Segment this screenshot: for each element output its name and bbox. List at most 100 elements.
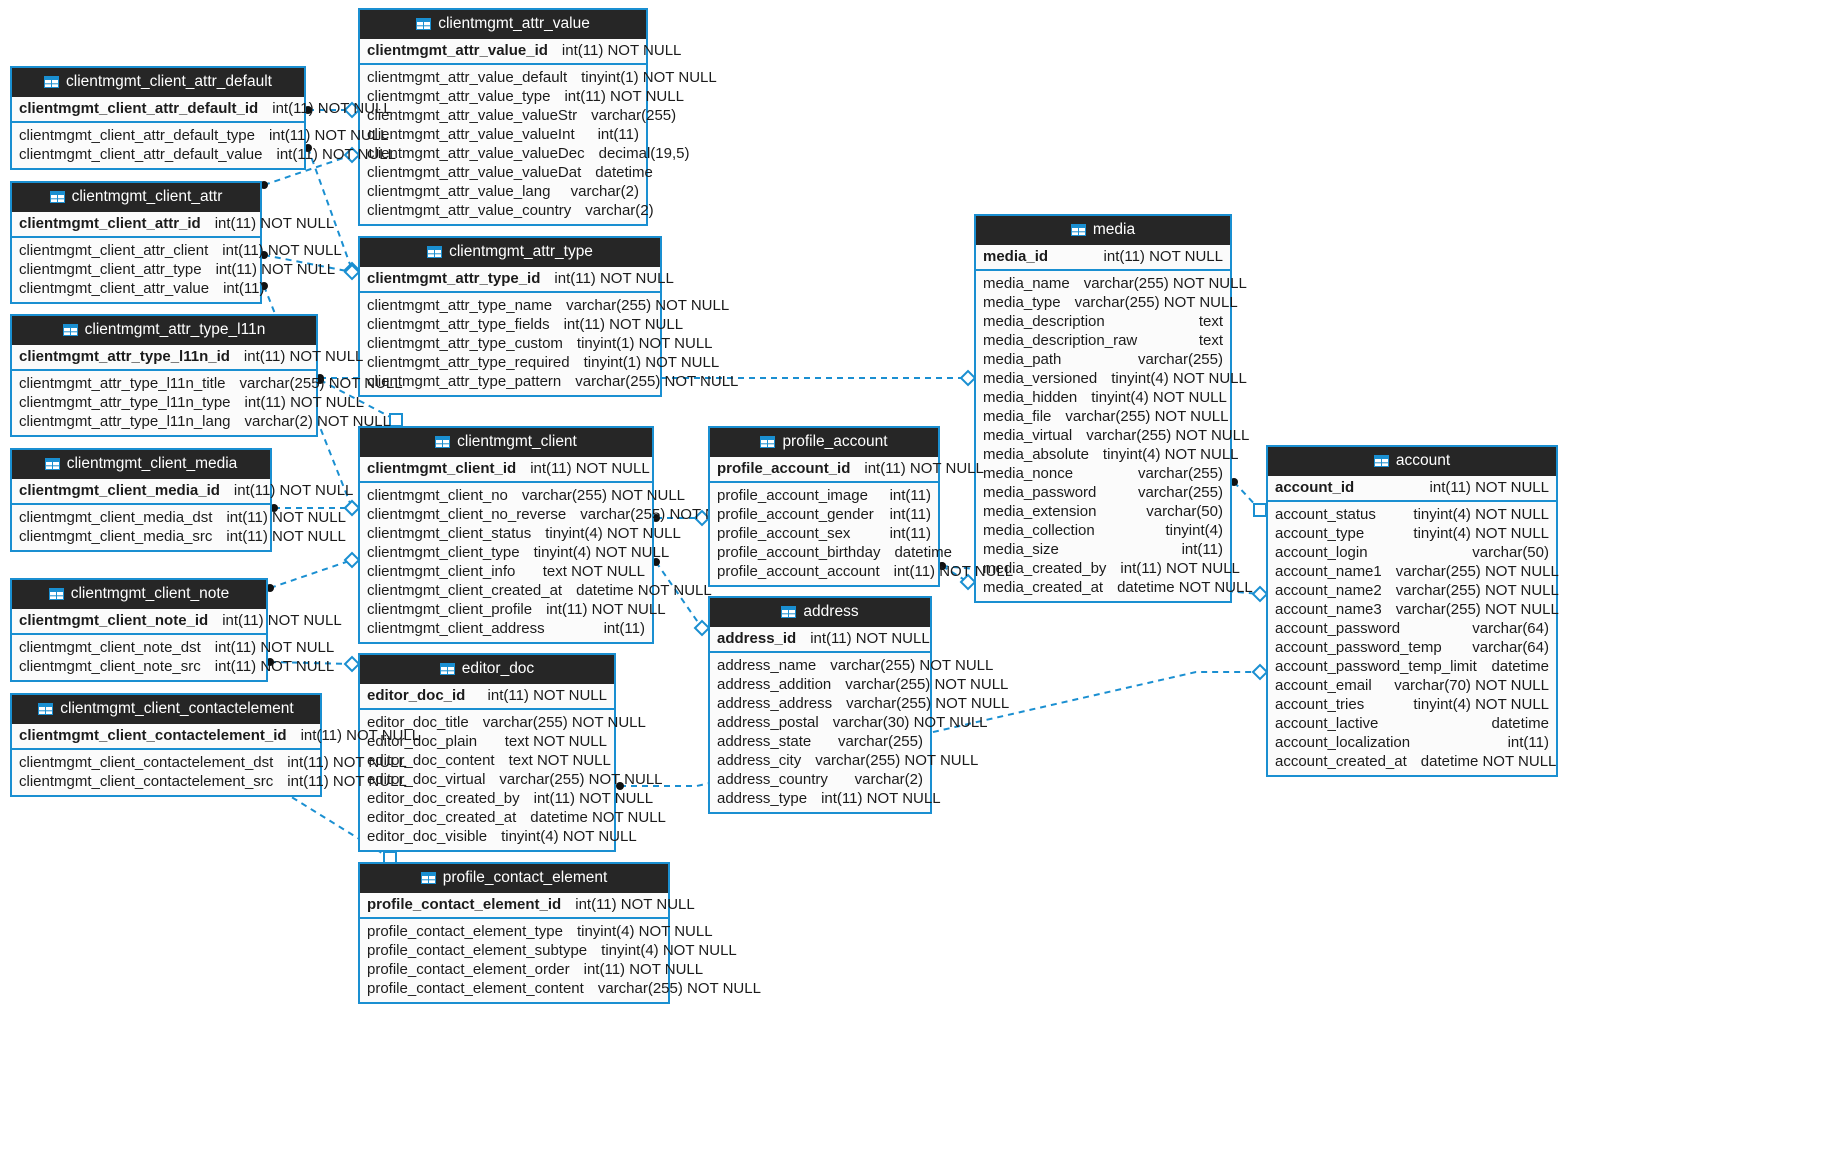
table-header[interactable]: account [1268, 447, 1556, 476]
table-header[interactable]: media [976, 216, 1230, 245]
table-header[interactable]: clientmgmt_attr_type [360, 238, 660, 267]
table-header[interactable]: address [710, 598, 930, 627]
entity-table-clientmgmt_attr_type_l11n[interactable]: clientmgmt_attr_type_l11n clientmgmt_attr… [10, 314, 403, 437]
table-header[interactable]: clientmgmt_attr_type_l11n [12, 316, 316, 345]
table-header[interactable]: clientmgmt_client_media [12, 450, 270, 479]
table-header[interactable]: editor_doc [360, 655, 614, 684]
table-header[interactable]: clientmgmt_client_attr_default [12, 68, 304, 97]
table-header[interactable]: profile_account [710, 428, 938, 457]
table-header[interactable]: clientmgmt_client [360, 428, 652, 457]
table-header[interactable]: clientmgmt_client_attr [12, 183, 260, 212]
table-header[interactable]: clientmgmt_client_contactelement [12, 695, 320, 724]
